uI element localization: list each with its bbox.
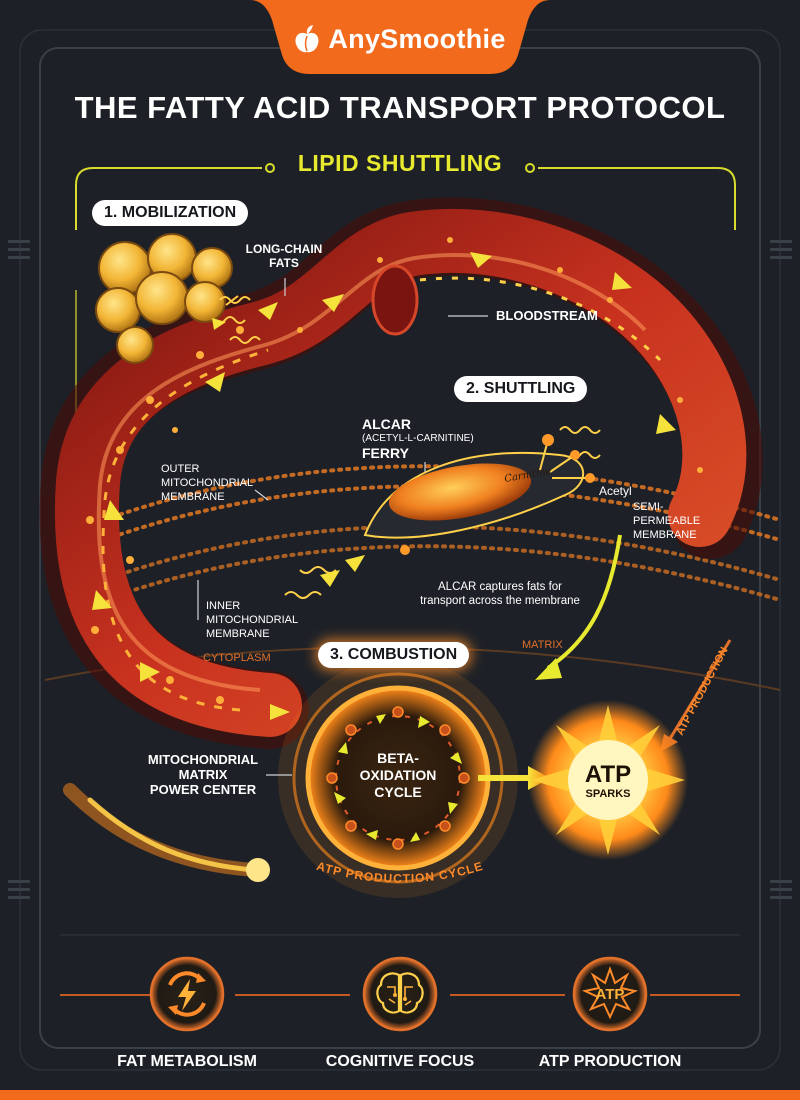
benefit-fat-metabolism: FAT METABOLISM — [117, 1053, 257, 1070]
atp-production-tag: ATP PRODUCTION — [674, 645, 731, 737]
alcar-caption: ALCAR captures fats for transport across… — [420, 581, 580, 607]
section-bracket-left — [75, 167, 262, 230]
main-title: THE FATTY ACID TRANSPORT PROTOCOL — [74, 90, 726, 125]
atp-icon-text: ATP — [596, 986, 625, 1003]
alcar-full-name-label: (ACETYL-L-CARNITINE) — [362, 433, 474, 444]
brain-circuit-icon — [362, 956, 438, 1032]
comet-tail — [63, 783, 262, 877]
section-bracket-right — [538, 167, 736, 230]
outer-membrane-label: OUTER MITOCHONDRIAL MEMBRANE — [161, 463, 254, 503]
brand-name: AnySmoothie — [328, 23, 506, 54]
alcar-label: ALCAR — [362, 416, 411, 432]
entry-arrow — [546, 534, 622, 670]
sparks-label: SPARKS — [585, 788, 631, 800]
benefit-atp-production: ATP PRODUCTION — [538, 1053, 682, 1070]
atp-production-arrow — [666, 639, 732, 743]
flow-arrows — [92, 252, 676, 720]
matrix-power-center-label: MITOCHONDRIAL MATRIX POWER CENTER — [147, 752, 259, 797]
atp-label: ATP — [584, 761, 632, 788]
artery-highlight — [96, 253, 647, 692]
artery-tube — [54, 208, 747, 737]
peach-logo-icon — [295, 25, 319, 53]
acetyl-label: Acetyl — [599, 484, 632, 498]
section-title: LIPID SHUTTLING — [297, 150, 503, 176]
long-chain-fats-label: LONG-CHAIN FATS — [245, 242, 323, 270]
leader-lines — [197, 278, 488, 776]
inner-membrane-label: INNER MITOCHONDRIAL MEMBRANE — [206, 600, 299, 640]
alcar-ferry-vessel: Carnitine — [363, 434, 595, 555]
semi-permeable-membrane-label: SEMI- PERMEABLE MEMBRANE — [633, 501, 701, 541]
matrix-label: MATRIX — [522, 639, 563, 651]
cycle-nodes — [326, 706, 470, 850]
step-shuttling: 2. SHUTTLING — [454, 376, 588, 402]
beta-oxidation-label: BETA- OXIDATION CYCLE — [359, 750, 437, 800]
cycle-arrows — [334, 714, 462, 842]
fat-globules — [95, 233, 233, 364]
atp-sparks-burst — [528, 700, 688, 860]
brand-header: AnySmoothie — [0, 14, 800, 64]
benefit-cognitive-focus: COGNITIVE FOCUS — [325, 1053, 475, 1070]
brand-tab — [250, 0, 550, 74]
cytoplasm-label: CYTOPLASM — [203, 652, 271, 664]
side-grille-marks — [8, 240, 792, 899]
bloodstream-label: BLOODSTREAM — [496, 308, 598, 323]
lightning-cycle-icon — [149, 956, 225, 1032]
step-mobilization: 1. MOBILIZATION — [92, 200, 249, 226]
atp-burst-icon: ATP — [572, 956, 648, 1032]
artery-opening — [371, 264, 419, 336]
fat-particles — [86, 237, 703, 704]
step-combustion: 3. COMBUSTION — [318, 642, 470, 668]
ferry-label: FERRY — [362, 445, 409, 461]
